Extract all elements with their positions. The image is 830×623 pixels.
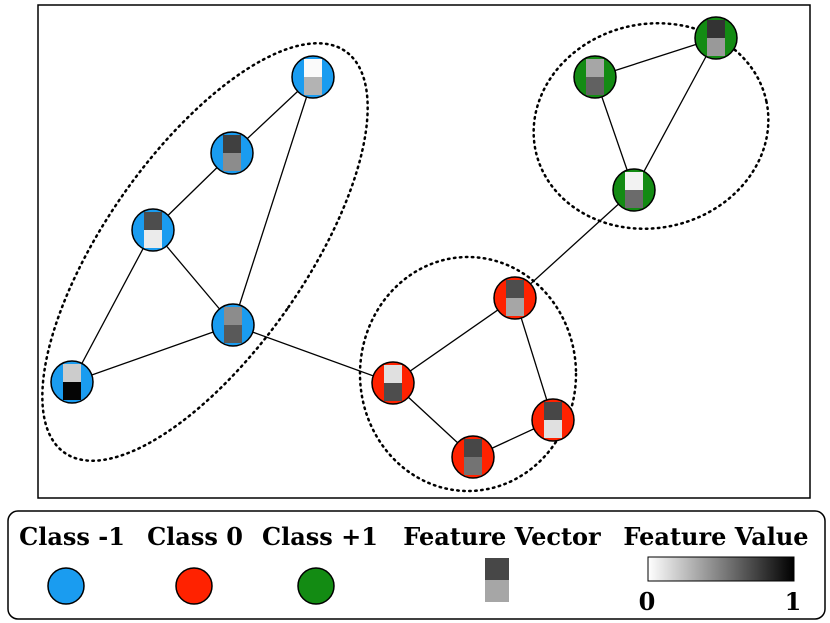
- legend-class-pos1-swatch: [297, 567, 335, 605]
- feature-cell: [304, 77, 322, 95]
- feature-cell: [464, 439, 482, 457]
- feature-cell: [223, 153, 241, 171]
- feature-cell: [707, 20, 725, 38]
- feature-cell: [144, 212, 162, 230]
- graph-node: [493, 276, 537, 320]
- feature-cell: [707, 38, 725, 56]
- colorbar-max-label: 1: [785, 587, 802, 616]
- graph-node: [573, 55, 617, 99]
- feature-cell: [63, 364, 81, 382]
- feature-cell: [224, 325, 242, 343]
- feature-cell: [544, 420, 562, 438]
- legend-class-0-label: Class 0: [147, 522, 243, 551]
- feature-cell: [485, 580, 509, 602]
- graph-edge: [71, 229, 154, 383]
- graph-node: [131, 208, 175, 252]
- graph-edge: [232, 76, 314, 326]
- graph-edge: [71, 324, 234, 383]
- graph-node: [694, 16, 738, 60]
- graph-node: [211, 303, 255, 347]
- feature-cell: [586, 77, 604, 95]
- feature-cell: [485, 558, 509, 580]
- graph-node: [50, 360, 94, 404]
- feature-cell: [506, 298, 524, 316]
- legend-feature-vector-label: Feature Vector: [403, 522, 601, 551]
- graph-edge: [232, 324, 394, 384]
- legend-feature-vector-example: [485, 558, 509, 602]
- cluster-outline-class-pos1: [532, 22, 770, 230]
- graph-node: [371, 361, 415, 405]
- cluster-outline-class-neg1: [41, 42, 369, 462]
- graph-node: [531, 398, 575, 442]
- feature-cell: [586, 59, 604, 77]
- diagram-frame: [37, 4, 811, 499]
- feature-value-colorbar: [647, 556, 795, 582]
- feature-cell: [384, 365, 402, 383]
- feature-cell: [544, 402, 562, 420]
- feature-cell: [304, 59, 322, 77]
- graph-edge: [392, 297, 516, 384]
- cluster-outline-class-0: [358, 255, 578, 493]
- feature-cell: [506, 280, 524, 298]
- feature-cell: [223, 135, 241, 153]
- feature-cell: [464, 457, 482, 475]
- graph-node: [291, 55, 335, 99]
- graph-node: [612, 168, 656, 212]
- graph-node: [210, 131, 254, 175]
- graph-edge: [514, 189, 635, 299]
- legend-box: [7, 510, 826, 620]
- legend-feature-value-label: Feature Value: [623, 522, 808, 551]
- legend-class-neg1-label: Class -1: [19, 522, 125, 551]
- feature-cell: [625, 172, 643, 190]
- graph-node: [451, 435, 495, 479]
- colorbar-min-label: 0: [639, 587, 656, 616]
- legend-class-0-swatch: [175, 567, 213, 605]
- graph-edge: [633, 37, 717, 191]
- legend-class-pos1-label: Class +1: [262, 522, 378, 551]
- feature-cell: [144, 230, 162, 248]
- feature-cell: [224, 307, 242, 325]
- feature-cell: [63, 382, 81, 400]
- feature-cell: [625, 190, 643, 208]
- feature-cell: [384, 383, 402, 401]
- nodes-layer: [50, 16, 738, 479]
- legend-class-neg1-swatch: [47, 567, 85, 605]
